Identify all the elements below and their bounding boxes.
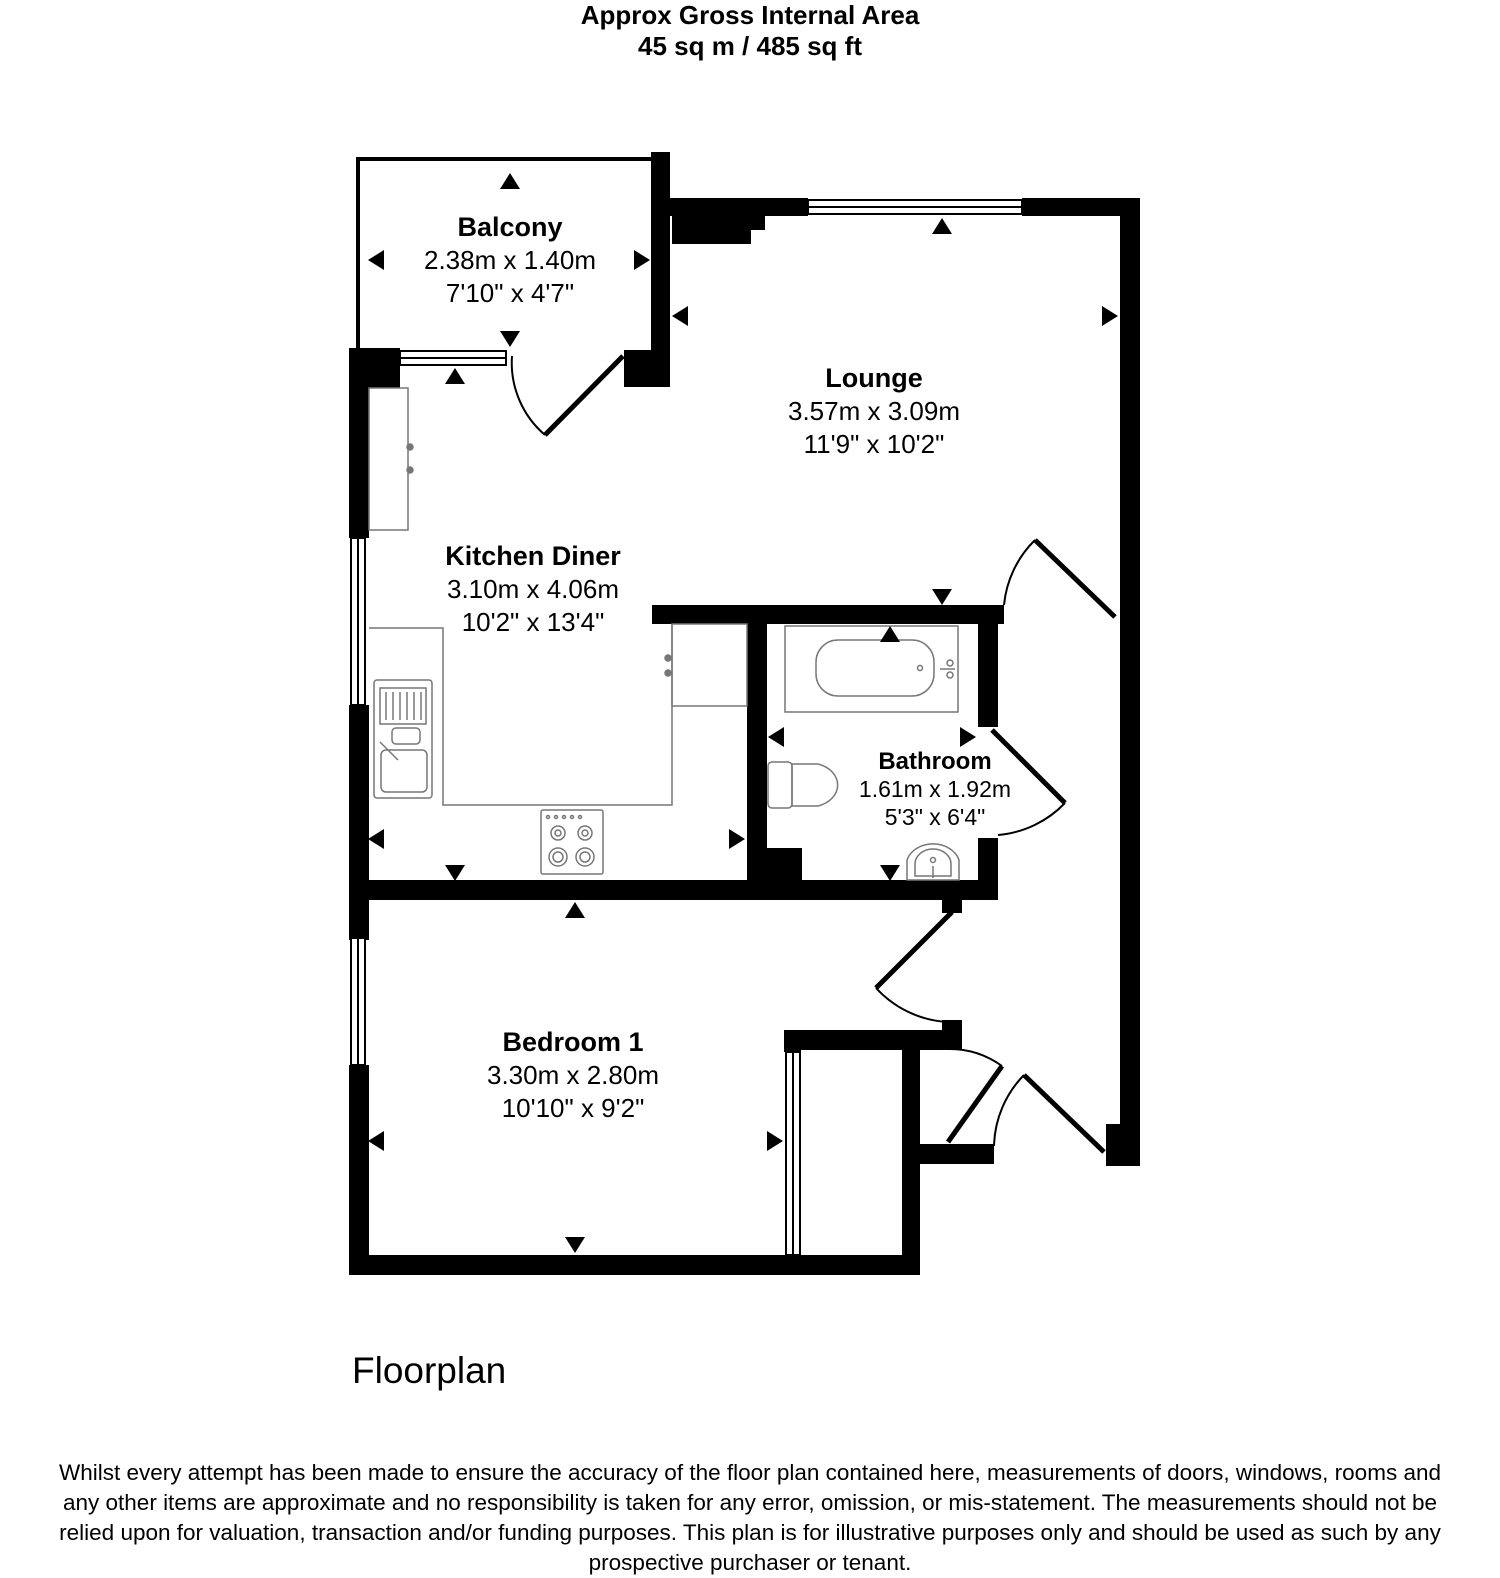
floor-label: Floorplan bbox=[352, 1350, 507, 1391]
toilet bbox=[767, 761, 839, 809]
cupboard-jamb bbox=[942, 1020, 962, 1050]
right-outer-wall bbox=[1120, 198, 1140, 1166]
lounge-top-wall-left bbox=[651, 198, 808, 216]
bedroom1-name: Bedroom 1 bbox=[502, 1027, 643, 1057]
balcony-name: Balcony bbox=[457, 212, 562, 242]
kitchen-corner bbox=[349, 348, 400, 388]
kitchen-left-wall-upper bbox=[349, 348, 369, 538]
right-wall-end bbox=[1106, 1124, 1140, 1166]
kitchen-worktop-lower bbox=[369, 624, 673, 806]
disclaimer-line: relied upon for valuation, transaction a… bbox=[59, 1520, 1441, 1545]
lounge-top-wall-right bbox=[1022, 198, 1140, 216]
cupboard-top-wall bbox=[784, 1030, 962, 1050]
disclaimer: Whilst every attempt has been made to en… bbox=[0, 1458, 1500, 1578]
lounge-top-wall-step bbox=[672, 214, 765, 230]
fixtures bbox=[368, 387, 960, 881]
kitchen-bathroom-wall bbox=[747, 605, 767, 895]
area-title: Approx Gross Internal Area bbox=[580, 0, 920, 30]
bathroom-top-wall bbox=[652, 605, 1004, 624]
area-header: Approx Gross Internal Area 45 sq m / 485… bbox=[0, 0, 1500, 62]
balcony-wall-left bbox=[356, 157, 360, 352]
disclaimer-line: Whilst every attempt has been made to en… bbox=[59, 1460, 1441, 1485]
kitchen-worktop-upper bbox=[368, 387, 409, 531]
doors bbox=[510, 354, 1117, 1154]
dimension-arrows bbox=[368, 173, 1118, 1253]
lounge-metric: 3.57m x 3.09m bbox=[788, 396, 960, 426]
lounge-name: Lounge bbox=[825, 363, 922, 393]
kitchen-metric: 3.10m x 4.06m bbox=[447, 574, 619, 604]
disclaimer-line: any other items are approximate and no r… bbox=[63, 1490, 1437, 1515]
lounge-top-wall-step2 bbox=[672, 228, 751, 244]
bedroom1-metric: 3.30m x 2.80m bbox=[487, 1060, 659, 1090]
bathroom-name: Bathroom bbox=[878, 748, 991, 775]
hall-door-jamb bbox=[942, 896, 962, 913]
room-labels: Balcony 2.38m x 1.40m 7'10" x 4'7" Loung… bbox=[424, 212, 1011, 1123]
cupboard-bottom-wall bbox=[902, 1144, 994, 1164]
bathroom-imperial: 5'3" x 6'4" bbox=[885, 804, 986, 830]
bathroom-metric: 1.61m x 1.92m bbox=[859, 776, 1011, 802]
kitchen-bedroom-wall bbox=[349, 880, 998, 900]
balcony-wall-top bbox=[356, 157, 659, 161]
balcony-metric: 2.38m x 1.40m bbox=[424, 245, 596, 275]
wall-pier bbox=[624, 350, 670, 387]
basin bbox=[906, 843, 960, 881]
kitchen-imperial: 10'2" x 13'4" bbox=[462, 607, 605, 637]
hob bbox=[540, 809, 604, 875]
disclaimer-line: prospective purchaser or tenant. bbox=[588, 1550, 912, 1575]
kitchen-sink bbox=[373, 679, 433, 799]
bedroom-bottom-wall bbox=[349, 1255, 920, 1275]
kitchen-name: Kitchen Diner bbox=[445, 541, 621, 571]
bath bbox=[784, 625, 959, 713]
kitchen-left-wall-lower bbox=[349, 705, 369, 940]
bedroom1-imperial: 10'10" x 9'2" bbox=[502, 1093, 645, 1123]
lounge-imperial: 11'9" x 10'2" bbox=[804, 429, 945, 459]
cupboard-corner bbox=[784, 1030, 801, 1052]
kitchen-unit bbox=[671, 623, 748, 707]
balcony-imperial: 7'10" x 4'7" bbox=[446, 278, 574, 308]
area-value: 45 sq m / 485 sq ft bbox=[638, 31, 862, 61]
bedroom-left-wall bbox=[349, 1065, 369, 1275]
walls bbox=[349, 152, 1140, 1275]
bathroom-right-wall-upper bbox=[978, 605, 998, 727]
windows bbox=[350, 199, 1023, 1256]
